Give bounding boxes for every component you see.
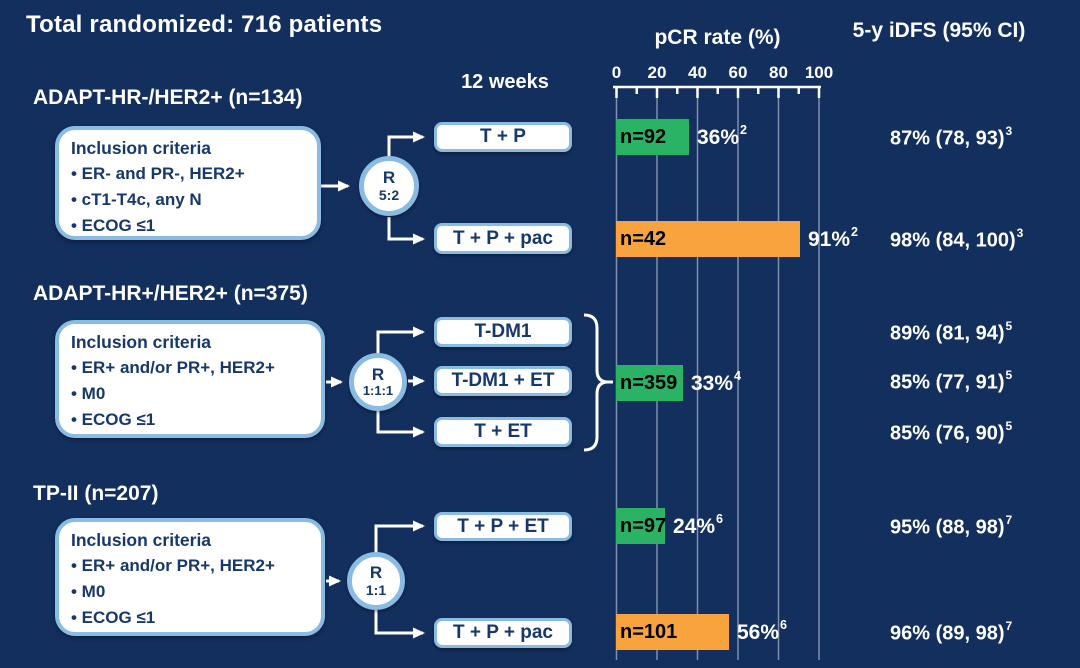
pcr-bar: n=359 — [616, 365, 683, 401]
group2-heading: ADAPT-HR+/HER2+ (n=375) — [33, 282, 308, 305]
inclusion-item: • ER+ and/or PR+, HER2+ — [71, 358, 275, 377]
pcr-value-label: 91%2 — [808, 224, 859, 251]
randomization-ratio: 1:1:1 — [362, 383, 394, 399]
arm-box-t-p-pac: T + P + pac — [434, 223, 572, 254]
figure-title: Total randomized: 716 patients — [26, 11, 383, 38]
randomization-ratio: 5:2 — [378, 186, 400, 203]
inclusion-item: • cT1-T4c, any N — [71, 190, 202, 209]
arm-label: T + P + ET — [457, 515, 549, 537]
idfs-value: 85% (77, 91)5 — [890, 368, 1013, 394]
arm-box-tdm1-et: T-DM1 + ET — [434, 366, 572, 396]
idfs-value: 96% (89, 98)7 — [890, 619, 1013, 645]
group2-randomization-circle: R 1:1:1 — [349, 353, 407, 411]
pcr-bar-row: n=359 33%4 — [616, 365, 741, 401]
gridlines — [615, 87, 820, 660]
pcr-value-label: 33%4 — [691, 368, 742, 395]
column-header-timepoint: 12 weeks — [461, 71, 549, 93]
axis-tick-60: 60 — [728, 63, 748, 82]
connectors-group1 — [316, 131, 425, 245]
axis-tick-0: 0 — [611, 63, 622, 82]
inclusion-item: • M0 — [71, 384, 106, 403]
idfs-value: 95% (88, 98)7 — [890, 513, 1013, 539]
bar-n-label: n=101 — [620, 620, 678, 643]
idfs-value: 89% (81, 94)5 — [890, 319, 1013, 345]
randomization-ratio: 1:1 — [365, 581, 387, 598]
pcr-bar: n=97 — [616, 508, 667, 544]
arm-label: T + P — [480, 126, 526, 147]
pcr-bar-row: n=92 36%2 — [616, 119, 747, 155]
arm-box-t-p-pac-2: T + P + pac — [434, 618, 572, 648]
axis-tick-80: 80 — [769, 63, 788, 82]
inclusion-item: • M0 — [71, 582, 106, 601]
connectors-group2 — [326, 326, 425, 438]
column-header-pcr: pCR rate (%) — [654, 26, 781, 49]
inclusion-title: Inclusion criteria — [71, 138, 212, 158]
pcr-bar: n=92 — [616, 119, 689, 155]
randomization-r: R — [369, 563, 383, 583]
pcr-bar: n=101 — [616, 614, 729, 650]
group1-randomization-circle: R 5:2 — [359, 156, 419, 216]
arm-label: T + P + pac — [453, 227, 553, 249]
arm-box-t-p: T + P — [434, 122, 572, 152]
connectors-group3 — [326, 520, 425, 639]
pcr-bar-row: n=97 24%6 — [616, 508, 723, 544]
axis-tick-20: 20 — [647, 63, 667, 82]
arm-label: T-DM1 + ET — [451, 370, 555, 391]
axis-tick-40: 40 — [688, 63, 707, 82]
arm-label: T + P + pac — [453, 622, 553, 643]
bar-n-label: n=359 — [620, 371, 678, 394]
inclusion-title: Inclusion criteria — [71, 332, 212, 352]
group3-randomization-circle: R 1:1 — [347, 552, 405, 610]
group1-heading: ADAPT-HR-/HER2+ (n=134) — [33, 86, 303, 109]
arm-box-t-et: T + ET — [434, 417, 572, 447]
pcr-bar-row: n=101 56%6 — [616, 614, 787, 650]
bar-n-label: n=42 — [620, 227, 667, 250]
idfs-value: 98% (84, 100)3 — [890, 226, 1024, 252]
pcr-bar-row: n=42 91%2 — [616, 221, 858, 257]
inclusion-item: • ER- and PR-, HER2+ — [71, 164, 245, 183]
group1-inclusion-box: Inclusion criteria • ER- and PR-, HER2+ … — [55, 126, 321, 240]
idfs-value: 87% (78, 93)3 — [890, 124, 1013, 150]
column-header-idfs: 5-y iDFS (95% CI) — [852, 19, 1026, 42]
group3-heading: TP-II (n=207) — [33, 482, 159, 505]
axis-tick-100: 100 — [804, 63, 834, 82]
inclusion-item: • ECOG ≤1 — [71, 410, 156, 429]
pcr-axis — [613, 85, 821, 98]
inclusion-item: • ECOG ≤1 — [71, 608, 156, 627]
pcr-value-label: 36%2 — [697, 122, 748, 149]
arm-label: T-DM1 — [474, 321, 532, 342]
bar-n-label: n=97 — [620, 514, 667, 537]
bar-n-label: n=92 — [620, 125, 667, 148]
inclusion-title: Inclusion criteria — [71, 530, 212, 550]
pcr-bar: n=42 — [616, 221, 800, 257]
idfs-value: 85% (76, 90)5 — [890, 419, 1013, 445]
arm-box-t-p-et: T + P + ET — [434, 512, 572, 541]
arm-label: T + ET — [474, 421, 532, 442]
randomization-r: R — [371, 364, 385, 384]
inclusion-item: • ER+ and/or PR+, HER2+ — [71, 556, 275, 575]
pcr-value-label: 56%6 — [737, 617, 788, 644]
inclusion-item: • ECOG ≤1 — [71, 216, 156, 235]
randomization-r: R — [382, 168, 396, 188]
pooling-brace — [583, 313, 613, 452]
group2-inclusion-box: Inclusion criteria • ER+ and/or PR+, HER… — [55, 320, 325, 438]
group3-inclusion-box: Inclusion criteria • ER+ and/or PR+, HER… — [55, 518, 325, 636]
arm-box-tdm1: T-DM1 — [434, 317, 572, 347]
pcr-value-label: 24%6 — [673, 511, 724, 538]
